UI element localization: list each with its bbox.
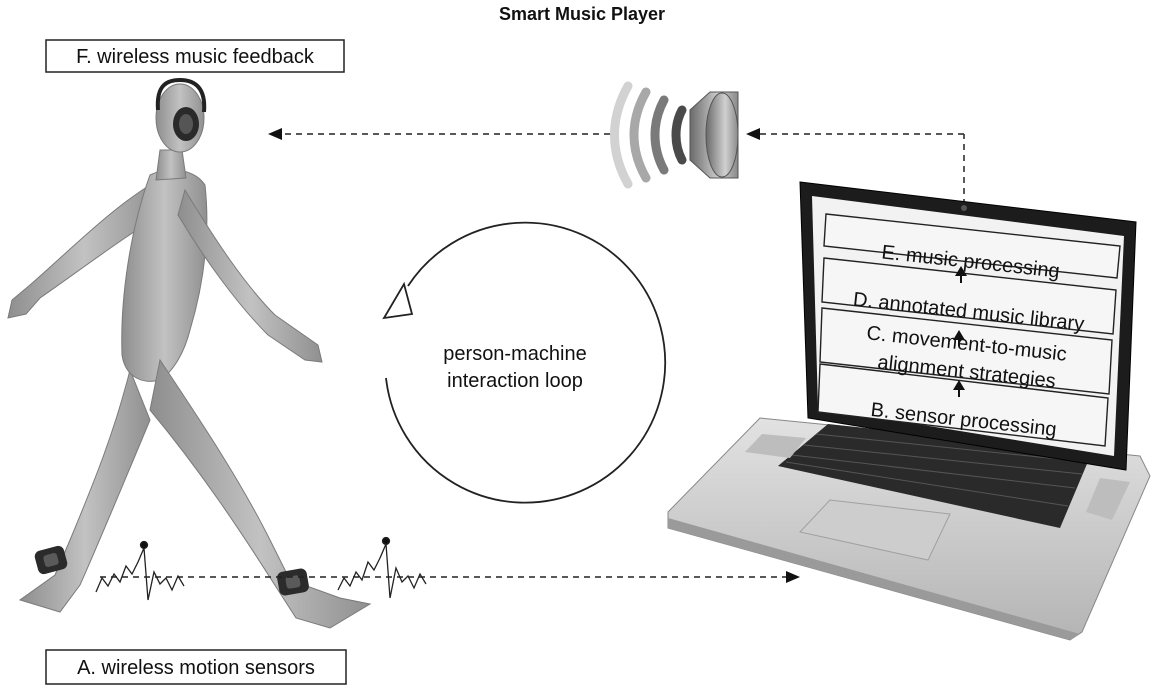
sensors-label-box: A. wireless motion sensors (45, 649, 347, 685)
music-feedback-arrow (268, 128, 965, 205)
speaker-grill-left (745, 434, 806, 458)
motion-signal-icon-left (95, 540, 185, 601)
walking-person-figure (7, 83, 372, 629)
loop-label-line1: person-machine (443, 343, 586, 365)
feedback-label: F. wireless music feedback (76, 46, 315, 68)
processing-stack (817, 213, 1121, 447)
motion-signal-icon-right (337, 536, 427, 599)
webcam-icon (961, 205, 967, 211)
stack-arrows (953, 266, 967, 397)
sensors-label: A. wireless motion sensors (77, 657, 315, 679)
ankle-sensor-icon-right (277, 568, 309, 596)
sound-wave-icon (610, 81, 687, 189)
speaker-grill-right (1086, 478, 1130, 520)
sensor-data-arrow (100, 571, 800, 583)
headphones-icon (155, 77, 207, 141)
feedback-label-box: F. wireless music feedback (45, 39, 345, 73)
diagram-title: Smart Music Player (499, 4, 665, 24)
trackpad (799, 499, 951, 561)
loop-arrow-icon (382, 221, 667, 504)
arrow-up-icon-c-d (953, 330, 965, 340)
loop-label-line2: interaction loop (447, 370, 583, 392)
arrow-up-icon-b-c (953, 380, 965, 390)
keyboard-keys (785, 433, 1089, 507)
arrow-up-icon-d-e (955, 266, 967, 276)
ankle-sensor-icon-left (34, 545, 68, 575)
speaker-icon (689, 91, 739, 179)
